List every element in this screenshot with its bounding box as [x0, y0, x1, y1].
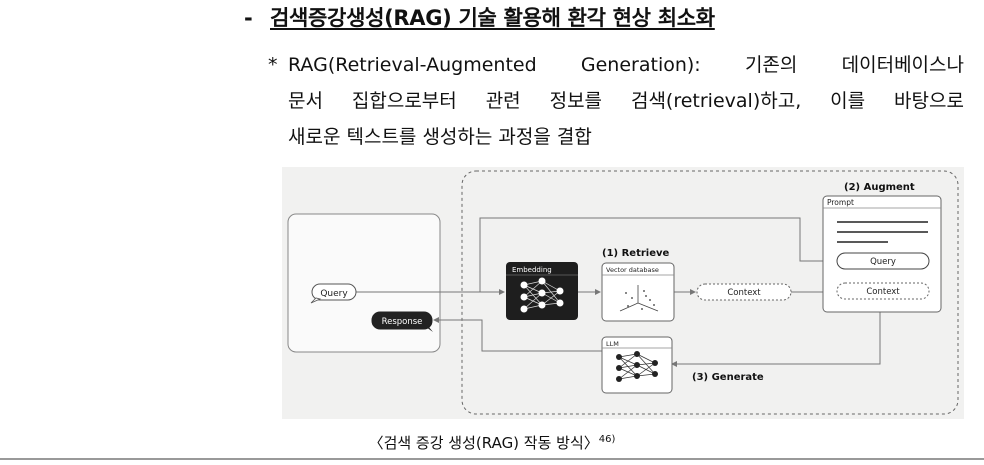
prompt-query-pill [836, 252, 930, 270]
query-label: Query [320, 289, 348, 299]
connector-llm-to-response [433, 317, 602, 352]
response-label: Response [382, 317, 423, 327]
query-bubble: Query [310, 283, 357, 304]
prompt-context-pill [836, 282, 930, 300]
note-word: 정보를 [549, 90, 603, 112]
client-app-box [287, 213, 441, 353]
generate-label: (3) Generate [692, 372, 764, 383]
note-word: 데이터베이스나 [841, 54, 964, 76]
augment-label: (2) Augment [844, 182, 915, 193]
rag-diagram-figure: Query Response Embedding [282, 167, 964, 419]
note-asterisk: * [268, 54, 278, 76]
caption-text: 〈검색 증강 생성(RAG) 작동 방식〉 [368, 434, 599, 452]
context-label: Context [727, 288, 761, 298]
retrieved-context-pill: Context [696, 283, 792, 301]
note-line-1: RAG(Retrieval-Augmented Generation): 기존의… [288, 50, 964, 80]
note-word: 바탕으로 [894, 90, 964, 112]
heading-title: 검색증강생성(RAG) 기술 활용해 환각 현상 최소화 [270, 6, 715, 30]
rag-system-boundary [461, 170, 959, 415]
llm-label: LLM [606, 340, 619, 348]
note-line-3: 새로운 텍스트를 생성하는 과정을 결합 [288, 126, 592, 148]
note-word: 집합으로부터 [351, 90, 457, 112]
llm-block: LLM [601, 336, 673, 394]
vector-database-label: Vector database [606, 266, 659, 274]
figure-caption: 〈검색 증강 생성(RAG) 작동 방식〉46) [0, 432, 984, 453]
response-bubble: Response [371, 311, 433, 332]
connector-prompt-to-llm [671, 312, 881, 367]
note-word: Generation): [580, 54, 701, 76]
embedding-block: Embedding [506, 262, 578, 320]
note-word: 검색(retrieval)하고, [630, 90, 802, 112]
note-word: 문서 [288, 90, 323, 112]
vector-database-block: Vector database [601, 262, 675, 322]
note-word: RAG(Retrieval-Augmented [288, 54, 537, 76]
embedding-label: Embedding [512, 266, 552, 274]
note-word: 이를 [830, 90, 866, 112]
rag-diagram: Query Response Embedding [287, 170, 959, 415]
note-word: 기존의 [744, 54, 798, 76]
prompt-block: Prompt Query Context [822, 195, 942, 313]
scatter-axes-icon [619, 285, 659, 312]
bottom-divider [0, 458, 984, 460]
prompt-context-label: Context [866, 287, 900, 297]
caption-footnote-ref: 46) [598, 434, 616, 445]
prompt-label: Prompt [827, 198, 854, 207]
llm-network-icon [618, 353, 656, 380]
heading-dash: - [244, 6, 253, 30]
note-line-2: 문서 집합으로부터 관련 정보를 검색(retrieval)하고, 이를 바탕으… [288, 86, 964, 116]
section-heading: -검색증강생성(RAG) 기술 활용해 환각 현상 최소화 [244, 2, 715, 32]
note-word: 관련 [485, 90, 521, 112]
prompt-query-label: Query [870, 257, 896, 267]
retrieve-label: (1) Retrieve [602, 248, 670, 259]
connector-query-to-prompt [479, 217, 835, 292]
